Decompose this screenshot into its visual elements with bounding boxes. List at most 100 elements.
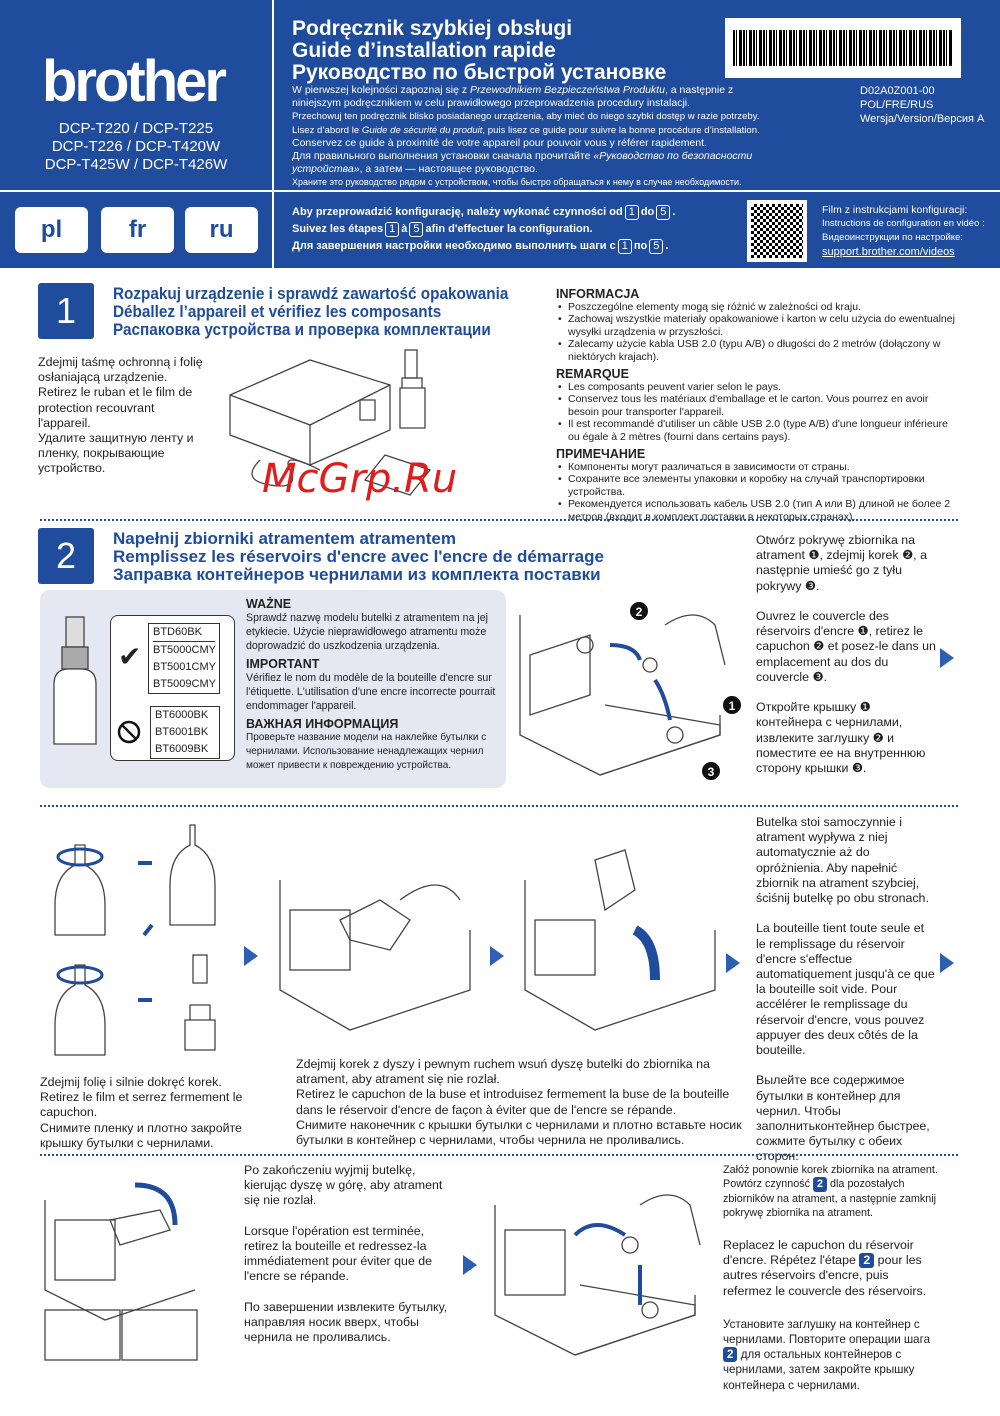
note-item: Il est recommandé d'utiliser un câble US… [556, 418, 961, 443]
lang-button-fr[interactable]: fr [101, 207, 174, 253]
text: Lisez d’abord le [292, 124, 362, 136]
lang-button-pl[interactable]: pl [15, 207, 88, 253]
step-box: 1 [617, 239, 632, 254]
incompatible-models: BT6000BK BT6001BK BT6009BK [150, 706, 220, 759]
text: pour les autres réservoirs d'encre, puis… [723, 1253, 927, 1298]
auto-fill-illustration [524, 849, 716, 1031]
note-heading: REMARQUE [556, 367, 629, 382]
text: по [633, 240, 648, 252]
warning-text: Sprawdź nazwę modelu butelki z atramente… [246, 612, 489, 652]
warnings: WAŻNE Sprawdź nazwę modelu butelki z atr… [246, 593, 498, 773]
text-ru: Откройте крышку ❶ контейнера с чернилами… [756, 700, 926, 776]
intro-line: Для правильного выполнения установки сна… [292, 150, 772, 176]
text: Для завершения настройки необходимо выпо… [292, 240, 616, 252]
text-fr: Replacez le capuchon du réservoir d'encr… [723, 1238, 938, 1299]
text-pl: Po zakończeniu wyjmij butelkę, kierując … [244, 1163, 443, 1208]
version: Wersja/Version/Версия A [860, 113, 985, 125]
title-ru: Распаковка устройства и проверка комплек… [113, 320, 491, 339]
warning-text: Vérifiez le nom du modèle de la bouteill… [246, 672, 496, 712]
text: à [401, 223, 408, 235]
step-box: 1 [385, 222, 400, 237]
text-fr: Ouvrez le couvercle des réservoirs d'enc… [756, 609, 936, 684]
text-ru: Вылейте все содержимое бутылки в контейн… [756, 1073, 930, 1164]
open-cover-illustration: 2 1 3 [519, 602, 741, 780]
text-pl: Załóż ponownie korek zbiornika na atrame… [723, 1163, 938, 1220]
lang-button-ru[interactable]: ru [185, 207, 258, 253]
intro-line: Lisez d’abord le Guide de sécurité du pr… [292, 124, 772, 137]
steps-instructions: Aby przeprowadzić konfigurację, należy w… [292, 204, 675, 255]
insert-bottle-text: Zdejmij korek z dyszy i pewnym ruchem ws… [296, 1057, 746, 1148]
title-fr: Déballez l’appareil et vérifiez les comp… [113, 302, 442, 321]
note-item: Conservez tous les matériaux d'emballage… [556, 393, 961, 418]
text: dla pozostałych zbiorników na atrament, … [723, 1178, 937, 1219]
text: , a następnie z niniejszym podręcznikiem… [292, 84, 734, 110]
checkmark-icon: ✔ [118, 641, 142, 672]
text: , а затем — настоящее руководство. [359, 163, 538, 176]
text: . [672, 206, 676, 218]
text: Для правильного выполнения установки сна… [292, 150, 594, 163]
warning-heading: ВАЖНАЯ ИНФОРМАЦИЯ [246, 717, 399, 731]
callout-1: 1 [729, 699, 736, 713]
text-fr: Retirez le ruban et le film de protectio… [38, 385, 193, 430]
next-arrow-icon [940, 648, 954, 668]
steps-line: Aby przeprowadzić konfigurację, należy w… [292, 204, 675, 221]
text-ru: Установите заглушку на контейнер с черни… [723, 1317, 938, 1393]
text-pl: Zdejmij korek z dyszy i pewnym ruchem ws… [296, 1057, 710, 1087]
step-box: 5 [649, 239, 664, 254]
intro-text: W pierwszej kolejności zapoznaj się z Pr… [292, 84, 772, 190]
step-box: 5 [409, 222, 424, 237]
compatible-models: BTD60BK BT5000CMY BT5001CMY BT5009CMY [148, 623, 220, 694]
model-name: BT6000BK [155, 709, 209, 721]
text: do [640, 206, 655, 218]
callout-3: 3 [708, 765, 715, 779]
model-name: BT5000CMY [153, 644, 216, 656]
text-ru: Снимите пленку и плотно закройте крышку … [40, 1120, 242, 1150]
intro-line: Conservez ce guide à proximité de votre … [292, 136, 707, 149]
warning-heading: WAŻNE [246, 597, 292, 611]
model-name: BT5009CMY [153, 678, 216, 690]
qr-code[interactable] [747, 200, 807, 262]
step-number-badge: 2 [38, 528, 94, 584]
repeat-text: Załóż ponownie korek zbiornika na atrame… [723, 1163, 938, 1393]
bottle-cap-illustration [54, 824, 216, 1056]
divider [40, 1154, 958, 1156]
title-pl: Podręcznik szybkiej obsługi [292, 17, 573, 40]
title-ru: Заправка контейнеров чернилами из компле… [113, 565, 601, 584]
tighten-cap-text: Zdejmij folię i silnie dokręć korek. Ret… [40, 1075, 250, 1151]
step-title: Rozpakuj urządzenie i sprawdź zawartość … [113, 285, 508, 339]
intro-line: Przechowuj ten podręcznik blisko posiada… [292, 111, 760, 123]
title-pl: Rozpakuj urządzenie i sprawdź zawartość … [113, 284, 509, 303]
text-fr: La bouteille tient toute seule et le rem… [756, 921, 935, 1058]
text: «Руководство по безопасности устройства» [292, 150, 753, 176]
auto-fill-text: Butelka stoi samoczynnie i atrament wypł… [756, 815, 936, 1165]
divider [40, 805, 958, 807]
step-box: 1 [624, 205, 639, 220]
text: Guide de sécurité du produit [361, 124, 483, 136]
note-item: Les composants peuvent varier selon le p… [556, 381, 961, 394]
note-item: Сохраните все элементы упаковки и коробк… [556, 473, 961, 498]
text: Film z instrukcjami konfiguracji: [822, 204, 968, 216]
title-fr: Remplissez les réservoirs d'encre avec l… [113, 547, 604, 566]
text: , puis lisez ce guide pour suivre la bon… [482, 124, 760, 136]
insert-bottle-illustration [279, 880, 471, 1031]
divider [272, 0, 274, 268]
text-ru: По завершении извлеките бутылку, направл… [244, 1299, 448, 1345]
step-title: Napełnij zbiorniki atramentem atramentem… [113, 530, 604, 584]
step-ref-badge: 2 [723, 1347, 738, 1363]
brother-logo: brother [42, 49, 227, 114]
model-list: DCP-T220 / DCP-T225 DCP-T226 / DCP-T420W… [20, 120, 252, 174]
text-fr: Retirez le film et serrez fermement le c… [40, 1090, 243, 1120]
video-link[interactable]: support.brother.com/videos [822, 246, 955, 258]
open-cover-text: Otwórz pokrywę zbiornika na atrament ❶, … [756, 533, 936, 776]
unpack-text: Zdejmij taśmę ochronną i folię osłaniają… [38, 355, 208, 477]
title-ru: Руководство по быстрой установке [292, 61, 667, 84]
model-line: DCP-T226 / DCP-T420W [51, 138, 221, 155]
text: Установите заглушку на контейнер с черни… [723, 1317, 931, 1347]
document-id: D02A0Z001-00 POL/FRE/RUS Wersja/Version/… [860, 84, 984, 126]
title-pl: Napełnij zbiorniki atramentem atramentem [113, 529, 456, 548]
divider [0, 190, 1000, 192]
next-arrow-icon [490, 946, 504, 966]
text-pl: Otwórz pokrywę zbiornika na atrament ❶, … [756, 533, 927, 593]
replace-cap-illustration [494, 1194, 701, 1356]
